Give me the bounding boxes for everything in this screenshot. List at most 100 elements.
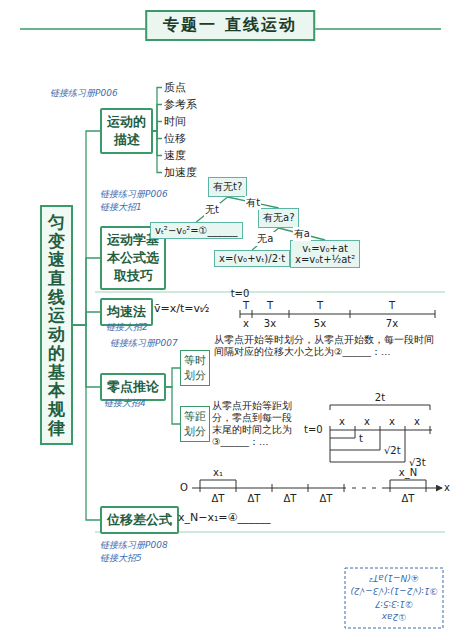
connector bbox=[153, 122, 162, 132]
answer-key: ③1∶(√2−1)∶(√3−√2) bbox=[350, 586, 438, 596]
formula-box: x=(v₀+vₜ)/2·t bbox=[214, 250, 290, 267]
axis-label: √3t bbox=[409, 457, 426, 469]
connector bbox=[166, 387, 180, 424]
link-note: 链接练习册P006 bbox=[100, 189, 168, 199]
answer-key: ②1∶3∶5∶7 bbox=[375, 599, 413, 609]
leaf-item: 质点 bbox=[162, 80, 188, 95]
sub-box: 等时划分 bbox=[180, 350, 210, 386]
connector bbox=[73, 131, 100, 325]
axis-label: x bbox=[243, 318, 249, 330]
node-text: 等距划分 bbox=[184, 409, 206, 439]
connector bbox=[252, 228, 279, 250]
position-axis bbox=[192, 480, 442, 492]
node-text: 速度 bbox=[164, 148, 186, 163]
branch-box: 运动的描述 bbox=[100, 108, 153, 154]
axis-label: 3x bbox=[264, 318, 276, 330]
node-text: 零点推论 bbox=[107, 378, 159, 396]
node-text: 时间 bbox=[164, 114, 186, 129]
chapter-title: 专题一 直线运动 bbox=[145, 10, 315, 41]
answer-key: ④(N−1)aT² bbox=[369, 573, 419, 583]
axis-label: x bbox=[414, 416, 420, 428]
formula-box: vₜ=v₀+atx=v₀t+½at² bbox=[290, 240, 360, 268]
node-text: 有无t? bbox=[213, 180, 242, 194]
axis-label: t bbox=[359, 433, 363, 445]
connector bbox=[166, 368, 180, 387]
axis-label: ΔT bbox=[320, 493, 333, 505]
axis-label: x₁ bbox=[213, 467, 223, 479]
axis-label: 2t bbox=[375, 392, 385, 404]
leaf-item: 加速度 bbox=[162, 165, 199, 180]
leaf-item: 时间 bbox=[162, 114, 188, 129]
connector bbox=[153, 131, 162, 173]
axis-label: x_N bbox=[399, 467, 417, 479]
leaf-item: 参考系 bbox=[162, 97, 199, 112]
separator bbox=[95, 292, 445, 293]
formula: v̄=x/t=vₜ⁄₂ bbox=[154, 303, 209, 316]
axis-label: t=0 bbox=[304, 424, 323, 436]
edge-label: 有a bbox=[293, 227, 311, 241]
edge-label: 有t bbox=[245, 196, 261, 210]
node-text: 参考系 bbox=[164, 97, 197, 112]
link-note: 链接练习册P007 bbox=[110, 338, 178, 348]
axis-label: T bbox=[317, 300, 323, 312]
axis-label: T bbox=[389, 300, 395, 312]
decision-box: 有无t? bbox=[208, 177, 247, 197]
edge-label: 无a bbox=[256, 232, 274, 246]
node-text: 运动的描述 bbox=[107, 113, 146, 149]
note-text: 从零点开始等距划分，零点到每一段末尾的时间之比为③______：… bbox=[212, 400, 300, 448]
node-text: 均速法 bbox=[107, 303, 146, 321]
link-note: 链接大招1 bbox=[100, 202, 142, 212]
distance-axis bbox=[330, 405, 432, 462]
axis-label: ΔT bbox=[212, 493, 225, 505]
axis-label: x bbox=[339, 416, 345, 428]
axis-label: ΔT bbox=[402, 493, 415, 505]
link-note: 链接练习册P006 bbox=[50, 88, 118, 98]
link-note: 链接大招2 bbox=[106, 322, 148, 332]
connector bbox=[73, 258, 100, 325]
decision-box: 有无a? bbox=[258, 208, 299, 228]
axis-label: 5x bbox=[314, 318, 326, 330]
node-text: x=(v₀+vₜ)/2·t bbox=[219, 253, 285, 264]
axis-label: x bbox=[444, 482, 450, 494]
connector bbox=[279, 228, 325, 240]
node-text: 运动学基本公式选取技巧 bbox=[107, 231, 159, 285]
formula-box: vₜ²−v₀²=①______ bbox=[150, 222, 243, 239]
topic-box: 匀变速直线运动的基本规律 bbox=[40, 205, 73, 445]
node-text: 位移差公式 bbox=[107, 511, 172, 529]
axis-label: ΔT bbox=[284, 493, 297, 505]
sub-box: 等距划分 bbox=[180, 406, 210, 442]
node-text: vₜ²−v₀²=①______ bbox=[155, 225, 238, 236]
leaf-item: 位移 bbox=[162, 131, 188, 146]
axis-label: T bbox=[267, 300, 273, 312]
axis-label: x bbox=[364, 416, 370, 428]
connector bbox=[73, 325, 100, 520]
connector bbox=[196, 197, 227, 222]
axis-label: O bbox=[180, 482, 188, 494]
node-text: 匀变速直线运动的基本规律 bbox=[48, 213, 65, 437]
connector bbox=[73, 312, 100, 325]
link-note: 链接大招5 bbox=[100, 553, 142, 563]
formula: x_N−x₁=④______ bbox=[178, 512, 270, 525]
branch-box: 位移差公式 bbox=[100, 506, 179, 534]
edge-label: 无t bbox=[204, 203, 220, 217]
branch-box: 均速法 bbox=[100, 298, 153, 326]
axis-label: ΔT bbox=[248, 493, 261, 505]
node-text: 有无a? bbox=[263, 211, 294, 225]
node-text: 位移 bbox=[164, 131, 186, 146]
node-text: 加速度 bbox=[164, 165, 197, 180]
note-text: 从零点开始等时划分，从零点开始数，每一段时间间隔对应的位移大小之比为②_____… bbox=[214, 334, 436, 358]
link-note: 链接练习册P008 bbox=[100, 540, 168, 550]
node-text: 质点 bbox=[164, 80, 186, 95]
connector bbox=[153, 88, 162, 132]
node-text: vₜ=v₀+at bbox=[295, 243, 355, 254]
branch-box: 零点推论 bbox=[100, 373, 166, 401]
node-text: 等时划分 bbox=[184, 353, 206, 383]
axis-label: √2t bbox=[384, 445, 401, 457]
axis-label: T bbox=[243, 300, 249, 312]
answer-box bbox=[345, 568, 443, 628]
time-axis bbox=[240, 310, 435, 318]
link-note: 链接大招4 bbox=[104, 398, 146, 408]
axis-label: x bbox=[389, 416, 395, 428]
connector bbox=[153, 105, 162, 132]
axis-label: 7x bbox=[386, 318, 398, 330]
